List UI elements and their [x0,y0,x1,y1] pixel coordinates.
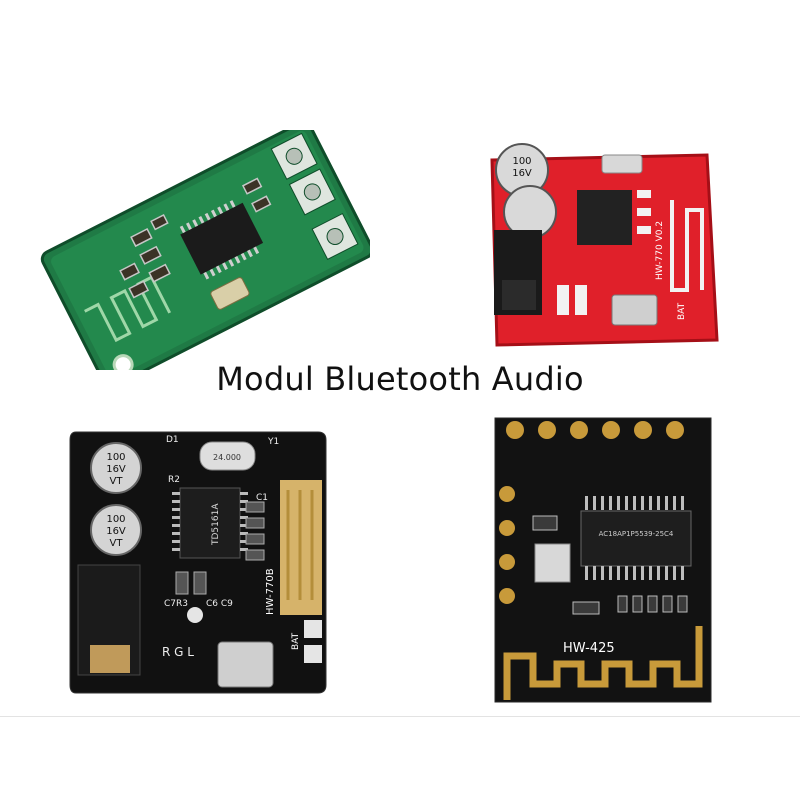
cap2-label-16v: 16V [106,526,126,537]
label-c1: C1 [256,493,268,503]
cap2-label-vt: VT [110,538,124,549]
cap1-label-16v: 16V [106,464,126,475]
black-hw770b-module-photo: D1 Y1 R2 C1 24.000 100 16V VT 100 16V VT… [69,431,327,694]
label-r2: R2 [168,475,180,485]
bat-label: BAT [291,632,301,650]
cap1-label-100: 100 [106,452,125,463]
red-board-model-label: HW-770 V0.2 [655,221,665,280]
crystal-label: 24.000 [213,453,241,462]
model-label: HW-770B [265,568,276,615]
cap-label-100: 100 [512,156,531,167]
green-bluetooth-module-photo [40,130,370,370]
label-y1: Y1 [267,437,279,447]
label-c7r3: C7R3 [164,599,188,609]
red-hw770-module-photo: 100 16V HW-770 V0.2 BAT [490,143,719,347]
label-c6c9: C6 C9 [206,599,233,609]
red-board-bat-label: BAT [677,302,687,320]
label-d1: D1 [166,435,179,445]
cap1-label-vt: VT [110,476,124,487]
cap-label-16v: 16V [512,168,532,179]
chip-label: TD5161A [211,503,221,546]
hw425-model-label: HW-425 [563,641,615,656]
caption: Modul Bluetooth Audio [216,360,584,398]
cap2-label-100: 100 [106,514,125,525]
black-hw425-module-photo: AC18AP1P5539-25C4 HW-425 [494,417,712,703]
bottom-divider [0,716,800,717]
hw425-chip-label: AC18AP1P5539-25C4 [599,530,674,538]
label-rgl: R G L [162,645,194,659]
